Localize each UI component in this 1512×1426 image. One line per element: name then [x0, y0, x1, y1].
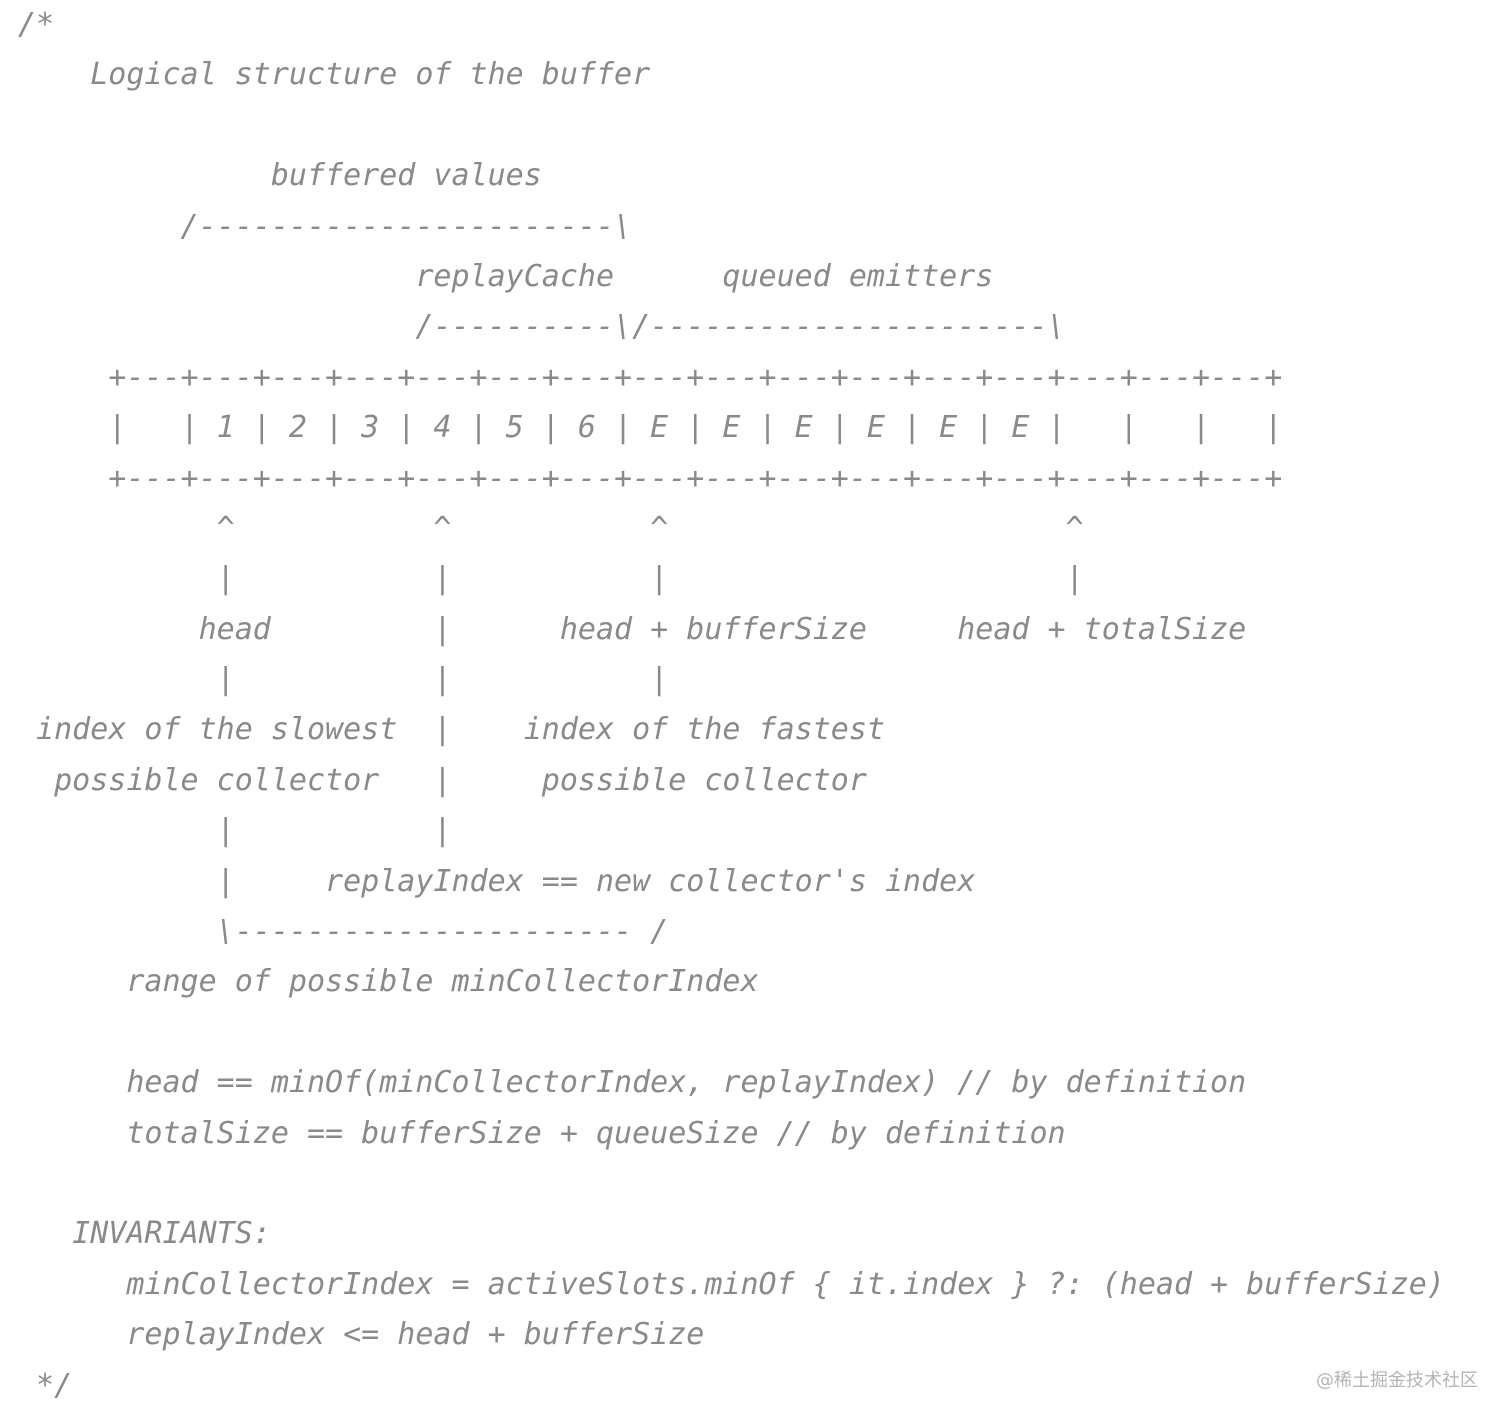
code-line: /*: [18, 7, 55, 42]
code-line: [18, 1008, 1445, 1058]
watermark: @稀土掘金技术社区: [1316, 1370, 1478, 1391]
code-line: | replayIndex == new collector's index: [18, 863, 976, 899]
code-line: replayCache queued emitters: [18, 258, 994, 294]
code-line: replayIndex <= head + bufferSize: [18, 1317, 705, 1353]
code-line: minCollectorIndex = activeSlots.minOf { …: [18, 1266, 1445, 1302]
code-line: [18, 1159, 1445, 1209]
code-line: range of possible minCollectorIndex: [18, 964, 759, 1000]
code-line: Logical structure of the buffer: [18, 57, 651, 93]
code-line: INVARIANTS:: [18, 1216, 271, 1252]
code-line: \---------------------- /: [18, 914, 669, 950]
code-line: */: [18, 1367, 73, 1403]
code-comment-block: /* Logical structure of the buffer buffe…: [18, 0, 1445, 1411]
code-line: | | | |: [18, 561, 1084, 597]
code-line: +---+---+---+---+---+---+---+---+---+---…: [18, 460, 1283, 496]
code-line: head | head + bufferSize head + totalSiz…: [18, 611, 1247, 647]
code-line: /-----------------------\: [18, 208, 633, 244]
code-line: ^ ^ ^ ^: [18, 510, 1084, 546]
code-line: head == minOf(minCollectorIndex, replayI…: [18, 1065, 1247, 1101]
code-line: | | 1 | 2 | 3 | 4 | 5 | 6 | E | E | E | …: [18, 410, 1283, 446]
code-line: possible collector | possible collector: [18, 762, 867, 798]
code-line: buffered values: [18, 158, 542, 194]
code-line: [18, 101, 1445, 151]
code-line: index of the slowest | index of the fast…: [18, 712, 885, 748]
code-line: totalSize == bufferSize + queueSize // b…: [18, 1115, 1066, 1151]
code-line: | |: [18, 813, 452, 849]
code-line: /----------\/----------------------\: [18, 309, 1066, 345]
code-line: | | |: [18, 662, 669, 698]
code-line: +---+---+---+---+---+---+---+---+---+---…: [18, 359, 1283, 395]
